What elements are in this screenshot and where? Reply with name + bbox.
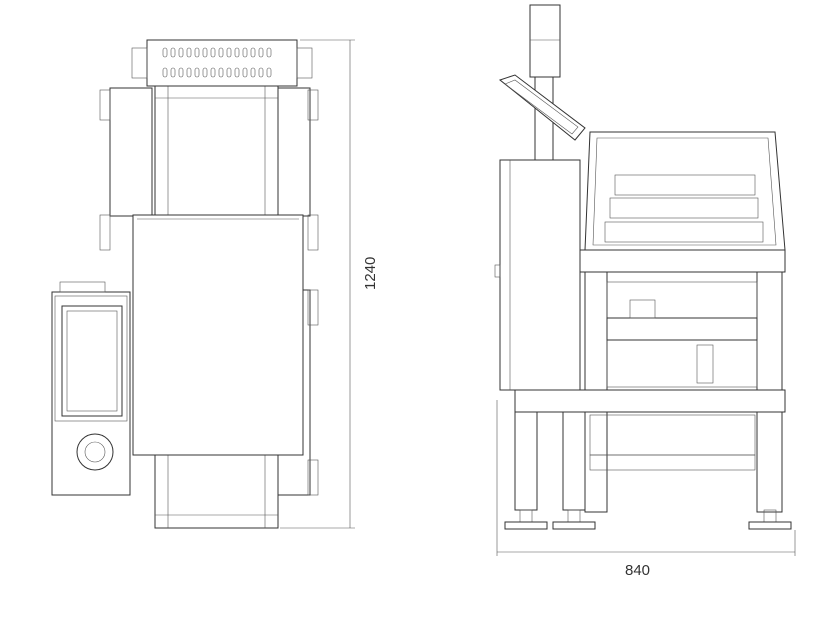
side-panel-left-upper [109, 87, 153, 217]
vent-slot [258, 47, 264, 58]
vent-slot [218, 47, 224, 58]
vent-slot [194, 47, 200, 58]
vent-slot [242, 47, 248, 58]
vent-slot [194, 67, 200, 78]
vent-slot [218, 67, 224, 78]
vent-slot [170, 67, 176, 78]
base-frame [514, 389, 786, 413]
vent-slot [162, 67, 168, 78]
vent-slot [234, 47, 240, 58]
side-panel-right-upper [277, 87, 311, 217]
vent-slot [210, 67, 216, 78]
vent-slot [234, 67, 240, 78]
vent-slot [266, 67, 272, 78]
hmi-panel [498, 74, 586, 141]
width-dimension-label: 840 [625, 562, 650, 579]
vent-slot [242, 67, 248, 78]
control-knob [76, 433, 114, 471]
front-view: 840 [494, 4, 796, 579]
detector-cover [132, 214, 304, 456]
vent-slot [210, 47, 216, 58]
infeed-header [146, 39, 298, 87]
beacon-column [529, 4, 561, 78]
vent-slot [162, 47, 168, 58]
vent-slots [162, 47, 272, 78]
vent-slot [178, 67, 184, 78]
electrical-cabinet [499, 159, 581, 391]
leveling-feet [504, 509, 792, 530]
vent-slot [202, 67, 208, 78]
vent-slot [250, 67, 256, 78]
touch-screen [61, 305, 123, 417]
cross-beam [606, 317, 758, 341]
vent-slot [186, 67, 192, 78]
vent-slot [250, 47, 256, 58]
vent-slot [258, 67, 264, 78]
vent-slot [186, 47, 192, 58]
conveyor-frame [579, 249, 786, 273]
vent-slot [202, 47, 208, 58]
vent-slot [178, 47, 184, 58]
vent-slot [226, 67, 232, 78]
vent-slot [170, 47, 176, 58]
vent-slot [226, 47, 232, 58]
vent-slot [266, 47, 272, 58]
length-dimension-label: 1240 [362, 257, 379, 290]
top-view: 1240 [51, 39, 379, 529]
